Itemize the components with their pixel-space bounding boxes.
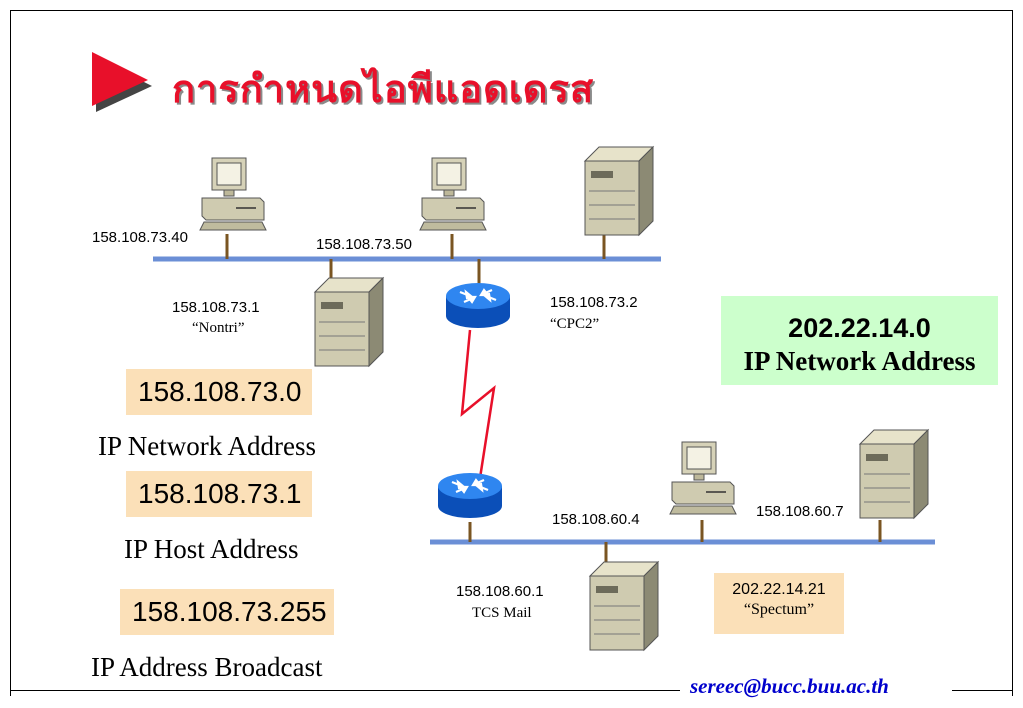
page-title: การกำหนดไอพีแอดเดรส xyxy=(172,66,595,111)
router-name-label: “CPC2” xyxy=(550,316,600,332)
host-address-caption: IP Host Address xyxy=(124,534,299,564)
server-ip-label: 158.108.60.1 xyxy=(456,583,544,600)
host-ip-label: 158.108.73.50 xyxy=(316,236,412,253)
router-icon xyxy=(444,281,512,330)
broadcast-address-example: 158.108.73.255 xyxy=(120,589,334,635)
server-ip-label: 158.108.73.1 xyxy=(172,299,260,316)
broadcast-address-caption: IP Address Broadcast xyxy=(91,652,323,682)
footer-email-link[interactable]: sereec@bucc.buu.ac.th xyxy=(690,674,889,698)
workstation-icon xyxy=(199,157,267,231)
spectum-label-box: 202.22.14.21 “Spectum” xyxy=(714,573,844,634)
spectum-ip: 202.22.14.21 xyxy=(732,581,826,598)
server-icon xyxy=(859,429,929,519)
footer-rule xyxy=(952,690,1013,691)
slide-frame xyxy=(10,10,1013,696)
wan-link xyxy=(460,329,496,479)
server-name-label: “Nontri” xyxy=(192,320,245,336)
host-ip-label: 158.108.73.40 xyxy=(92,229,188,246)
router-icon xyxy=(436,471,504,520)
server-icon xyxy=(589,561,659,651)
workstation-icon xyxy=(419,157,487,231)
network-address-value: 202.22.14.0 xyxy=(788,313,931,343)
server-icon xyxy=(584,146,654,236)
network-address-box: 202.22.14.0 IP Network Address xyxy=(721,296,998,385)
host-ip-label: 158.108.60.4 xyxy=(552,511,640,528)
server-ip-label: 158.108.60.7 xyxy=(756,503,844,520)
network-address-caption: IP Network Address xyxy=(98,431,316,461)
footer-rule xyxy=(10,690,680,691)
router-ip-label: 158.108.73.2 xyxy=(550,294,638,311)
network-address-example: 158.108.73.0 xyxy=(126,369,312,415)
server-name-label: TCS Mail xyxy=(472,605,532,621)
workstation-icon xyxy=(669,441,737,515)
network-address-caption: IP Network Address xyxy=(743,346,976,376)
host-address-example: 158.108.73.1 xyxy=(126,471,312,517)
play-arrow-icon xyxy=(92,52,152,112)
spectum-name: “Spectum” xyxy=(743,601,815,618)
server-icon xyxy=(314,277,384,367)
